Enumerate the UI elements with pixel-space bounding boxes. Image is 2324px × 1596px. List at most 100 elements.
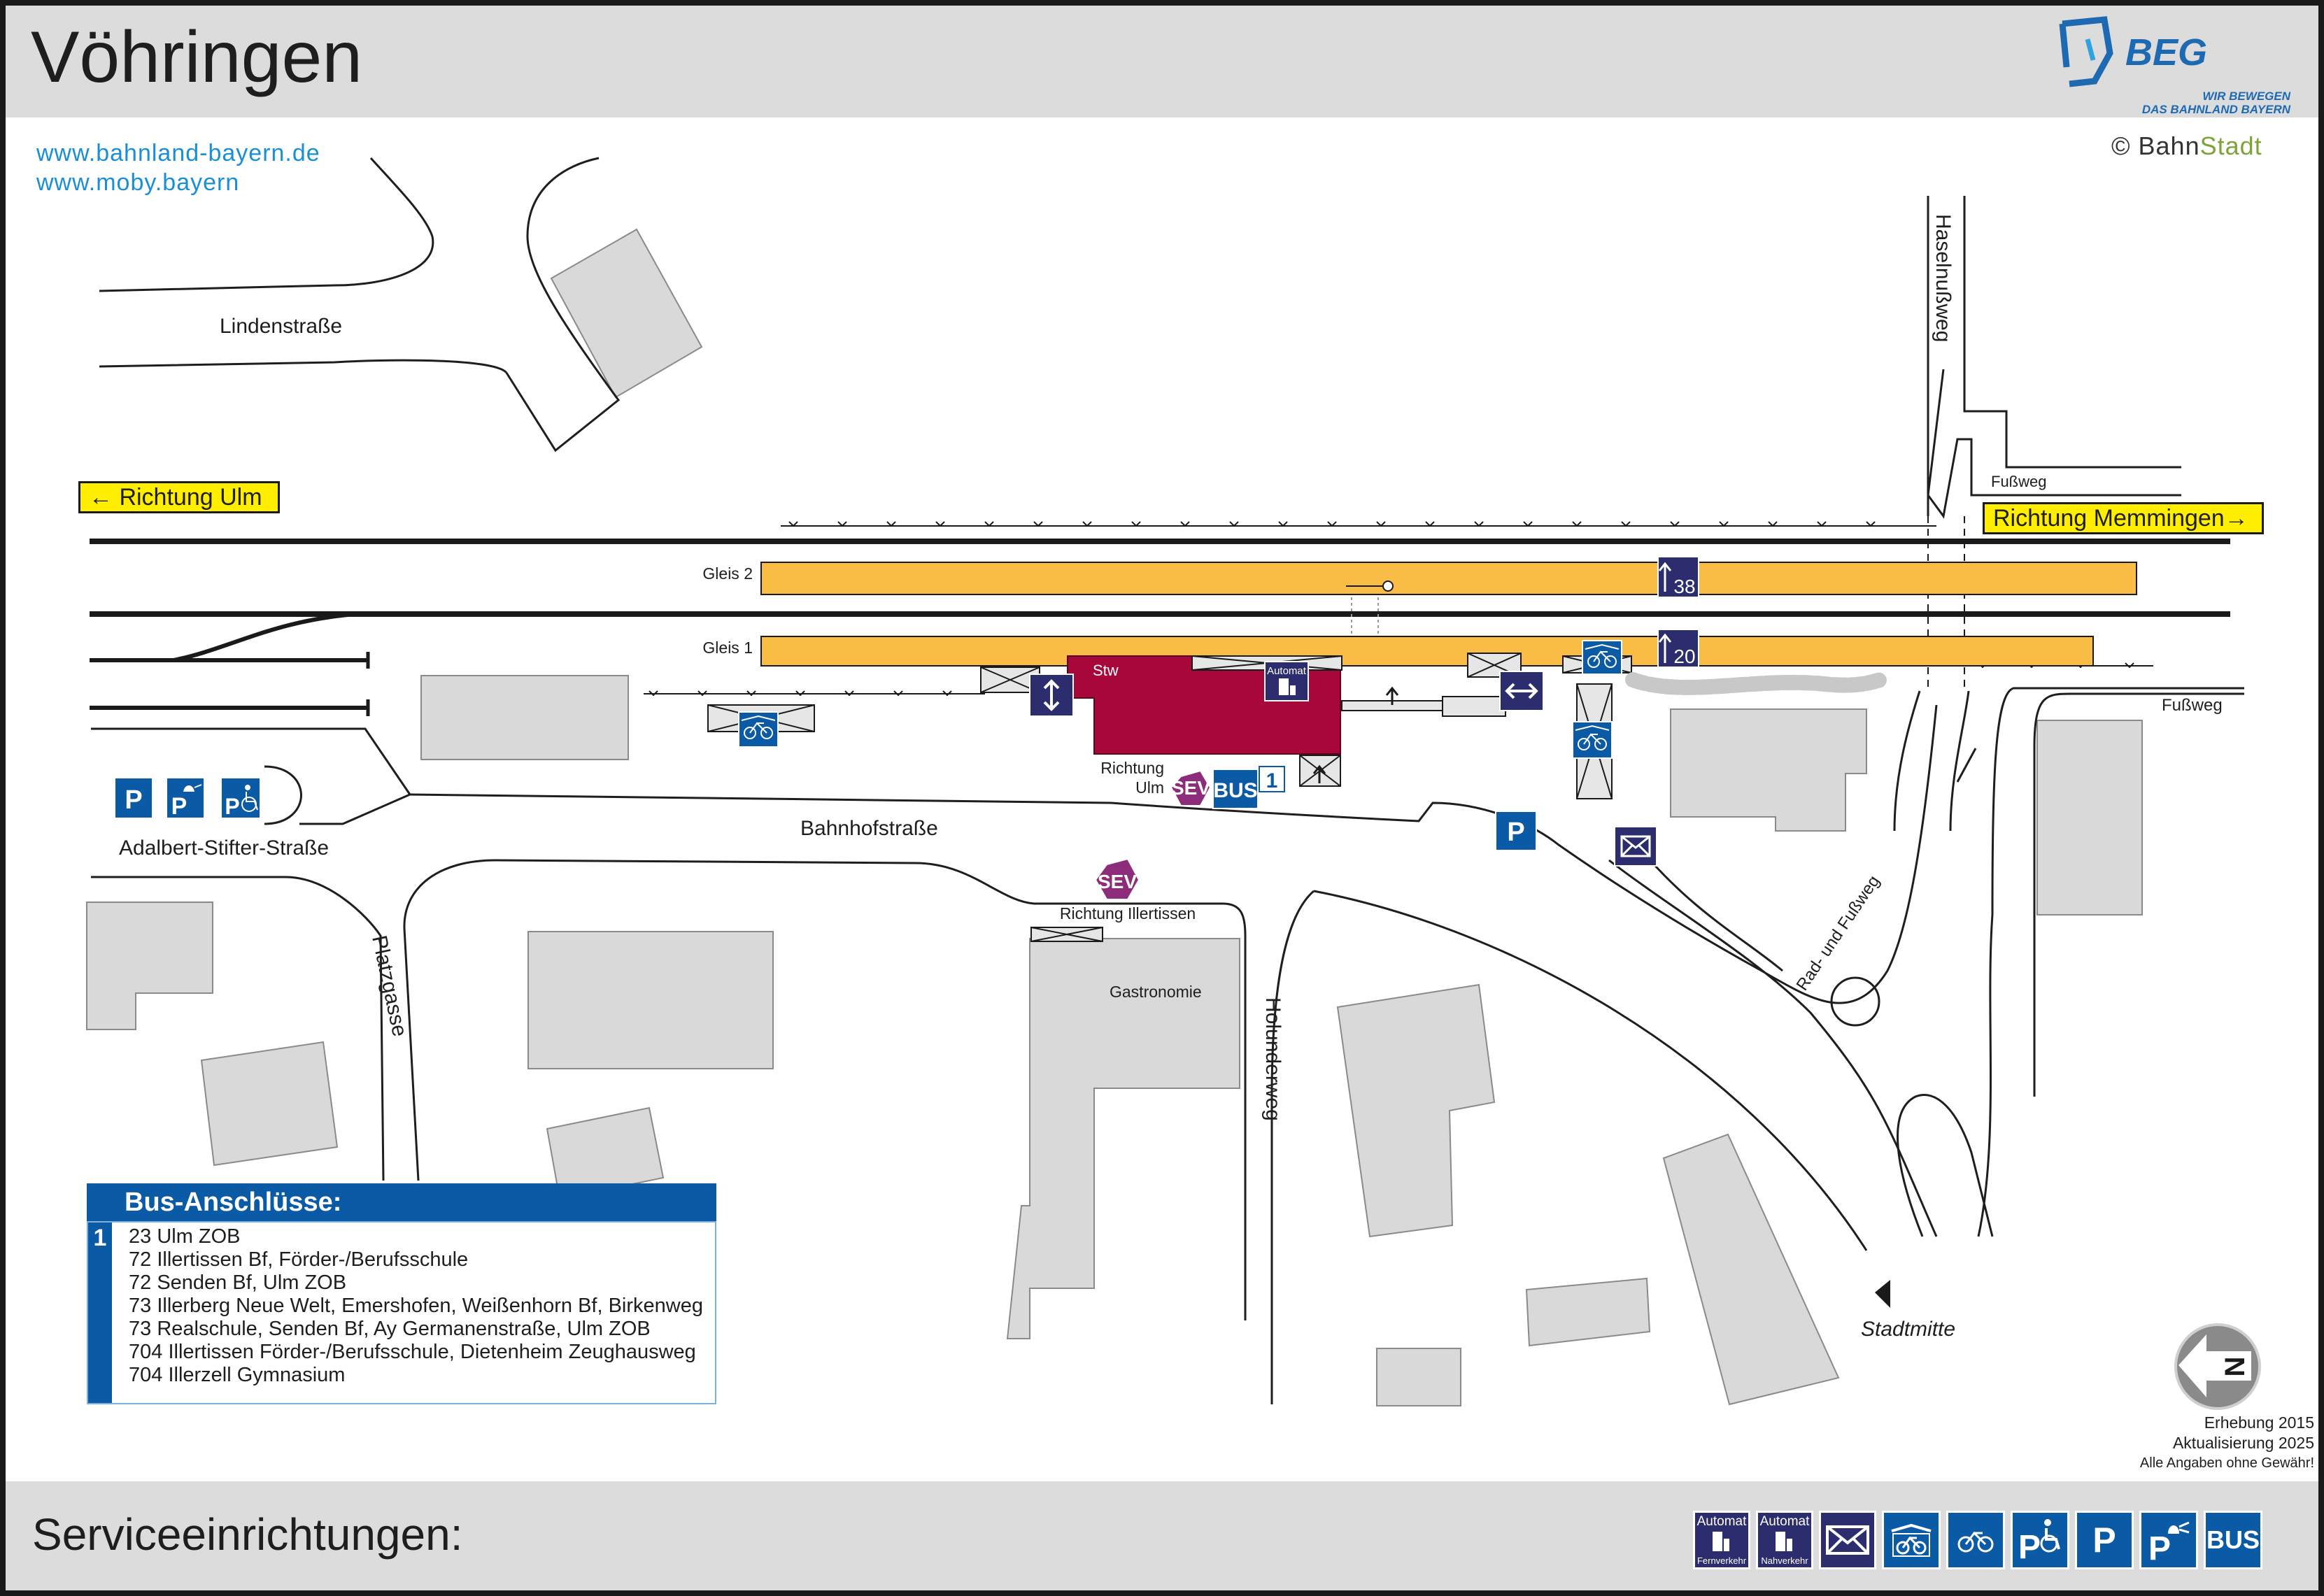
sev-icon xyxy=(1170,769,1212,806)
building xyxy=(546,1106,665,1200)
link-moby-bayern[interactable]: www.moby.bayern xyxy=(36,169,240,196)
lindenstrasse-corner xyxy=(505,157,621,453)
building xyxy=(420,675,629,760)
beg-logo: BEG WIR BEWEGEN DAS BAHNLAND BAYERN xyxy=(2048,11,2300,116)
roundabout xyxy=(1830,976,1880,1027)
signal-icon xyxy=(1382,580,1394,592)
mailbox-icon xyxy=(1819,1511,1876,1569)
street-label-adalbert-stifter: Adalbert-Stifter-Straße xyxy=(119,836,329,860)
ev-charging-parking-icon: P xyxy=(2139,1511,2198,1569)
compass-icon: N xyxy=(2174,1323,2261,1410)
street-label-bahnhofstrasse: Bahnhofstraße xyxy=(800,817,938,840)
buildings xyxy=(86,228,2143,1406)
hedge xyxy=(1625,672,1888,695)
stadtmitte-arrow-icon xyxy=(1875,1280,1890,1308)
svg-text:SEV: SEV xyxy=(1171,777,1210,799)
link-bahnland-bayern[interactable]: www.bahnland-bayern.de xyxy=(36,140,320,166)
parking-icon[interactable]: P xyxy=(1495,811,1537,851)
building xyxy=(1525,1277,1651,1347)
parking-loop xyxy=(264,765,302,825)
mailbox-icon[interactable] xyxy=(1614,826,1657,867)
bike-parking-icon[interactable] xyxy=(738,711,779,748)
ramp xyxy=(1442,696,1506,717)
platform-gleis-1 xyxy=(760,636,2094,667)
direction-ulm: ← Richtung Ulm xyxy=(78,481,280,513)
bike-parking-icon xyxy=(1946,1511,2005,1569)
ticket-machine-long-distance-icon: Automat Fernverkehr xyxy=(1693,1511,1750,1569)
street-label-holunderweg: Holunderweg xyxy=(1261,997,1284,1121)
bahnhofstrasse-south-edge xyxy=(403,859,1247,1320)
bus-line: 23 Ulm ZOB xyxy=(129,1225,241,1248)
svg-text:P: P xyxy=(171,793,187,820)
parking-icon: P xyxy=(2075,1511,2134,1569)
beg-logo-name: BEG xyxy=(2125,31,2208,73)
track-label-gleis-1: Gleis 1 xyxy=(702,639,753,657)
road-south-curve xyxy=(1608,859,1938,1237)
elevator-icon[interactable] xyxy=(1029,674,1074,717)
fussweg-north xyxy=(1927,369,2181,519)
copyright-notice: © BahnStadt xyxy=(2111,131,2262,161)
accessible-parking-icon: P xyxy=(2011,1511,2069,1569)
service-bar: Serviceeinrichtungen: Automat Fernverkeh… xyxy=(6,1481,2318,1590)
building xyxy=(1336,983,1496,1238)
bus-line: 73 Realschule, Senden Bf, Ay Germanenstr… xyxy=(129,1318,651,1340)
bus-line: 72 Illertissen Bf, Förder-/Berufsschule xyxy=(129,1248,469,1271)
header-bar: Vöhringen BEG WIR BEWEGEN DAS BAHNLAND B… xyxy=(6,6,2318,117)
web-links: www.bahnland-bayern.de www.moby.bayern xyxy=(36,138,320,197)
ticket-machine-icon[interactable]: Automat xyxy=(1264,661,1309,701)
passage-icon[interactable] xyxy=(1499,671,1544,711)
street-label-haselnussweg: Haselnußweg xyxy=(1932,214,1955,342)
direction-memmingen: Richtung Memmingen→ xyxy=(1983,502,2264,534)
beg-logo-tagline: WIR BEWEGEN DAS BAHNLAND BAYERN xyxy=(2141,90,2290,116)
compass-north-label: N xyxy=(2220,1357,2251,1377)
bus-stop-number: 1 xyxy=(88,1223,112,1403)
bus-line: 72 Senden Bf, Ulm ZOB xyxy=(129,1271,347,1294)
svg-text:P: P xyxy=(1507,818,1524,847)
ev-charging-parking-icon[interactable]: P xyxy=(166,777,205,820)
main-road-curve-inner xyxy=(1313,890,1868,1251)
station-map: Gleis 2 Gleis 1 38 20 Stw xyxy=(86,157,2261,1410)
street-label-fussweg-east: Fußweg xyxy=(2162,696,2223,715)
siding-track xyxy=(90,612,356,662)
adalbert-south-edge xyxy=(91,876,385,1181)
bike-parking-icon[interactable] xyxy=(1582,640,1622,675)
bus-line: 73 Illerberg Neue Welt, Emershofen, Weiß… xyxy=(129,1295,703,1317)
bus-connections-panel: Bus-Anschlüsse: 1 23 Ulm ZOB 72 Illertis… xyxy=(87,1183,716,1404)
tracks xyxy=(90,516,2230,716)
accessible-parking-icon[interactable]: P xyxy=(220,777,261,819)
copyright-suffix: Stadt xyxy=(2199,131,2262,160)
svg-text:38: 38 xyxy=(1673,576,1695,597)
svg-text:P: P xyxy=(225,794,239,819)
streets xyxy=(91,157,2244,1404)
richtung-ulm-label-2: Ulm xyxy=(1135,778,1164,797)
building xyxy=(527,931,774,1069)
survey-erhebung: Erhebung 2015 xyxy=(2204,1413,2314,1432)
copyright-prefix: © Bahn xyxy=(2111,131,2200,160)
svg-text:20: 20 xyxy=(1673,646,1695,667)
platform-gleis-2 xyxy=(760,562,2137,595)
survey-notes: Erhebung 2015 Aktualisierung 2025 Alle A… xyxy=(2090,1413,2314,1474)
parking-icon[interactable]: P xyxy=(114,777,153,819)
beg-logo-mark-icon xyxy=(2059,16,2113,87)
platform-height-gleis-1: 20 xyxy=(1657,629,1699,668)
bike-parking-icon[interactable] xyxy=(1572,721,1613,759)
svg-text:P: P xyxy=(125,785,142,815)
building xyxy=(1670,708,1867,832)
bus-connections-list: 1 23 Ulm ZOB 72 Illertissen Bf, Förder-/… xyxy=(87,1221,716,1404)
stadtmitte-label: Stadtmitte xyxy=(1861,1318,1955,1341)
stw-label: Stw xyxy=(1093,662,1119,679)
platform-height-gleis-2: 38 xyxy=(1657,556,1699,598)
bus-stop[interactable]: SEV BUS 1 xyxy=(1170,766,1285,809)
rad-fussweg-edge xyxy=(1949,690,1970,832)
richtung-illertissen-label: Richtung Illertissen xyxy=(1060,904,1196,922)
lindenstrasse-south-edge xyxy=(99,359,508,374)
sev-icon xyxy=(1094,857,1140,900)
building xyxy=(86,902,213,1030)
sev-stop-illertissen[interactable]: SEV xyxy=(1094,857,1140,900)
fussweg-east-south-edge xyxy=(2033,692,2244,1097)
street-label-lindenstrasse: Lindenstraße xyxy=(220,315,342,338)
ticket-machine-regional-icon: Automat Nahverkehr xyxy=(1756,1511,1813,1569)
building xyxy=(2036,720,2143,915)
street-label-fussweg-north: Fußweg xyxy=(1991,473,2046,490)
